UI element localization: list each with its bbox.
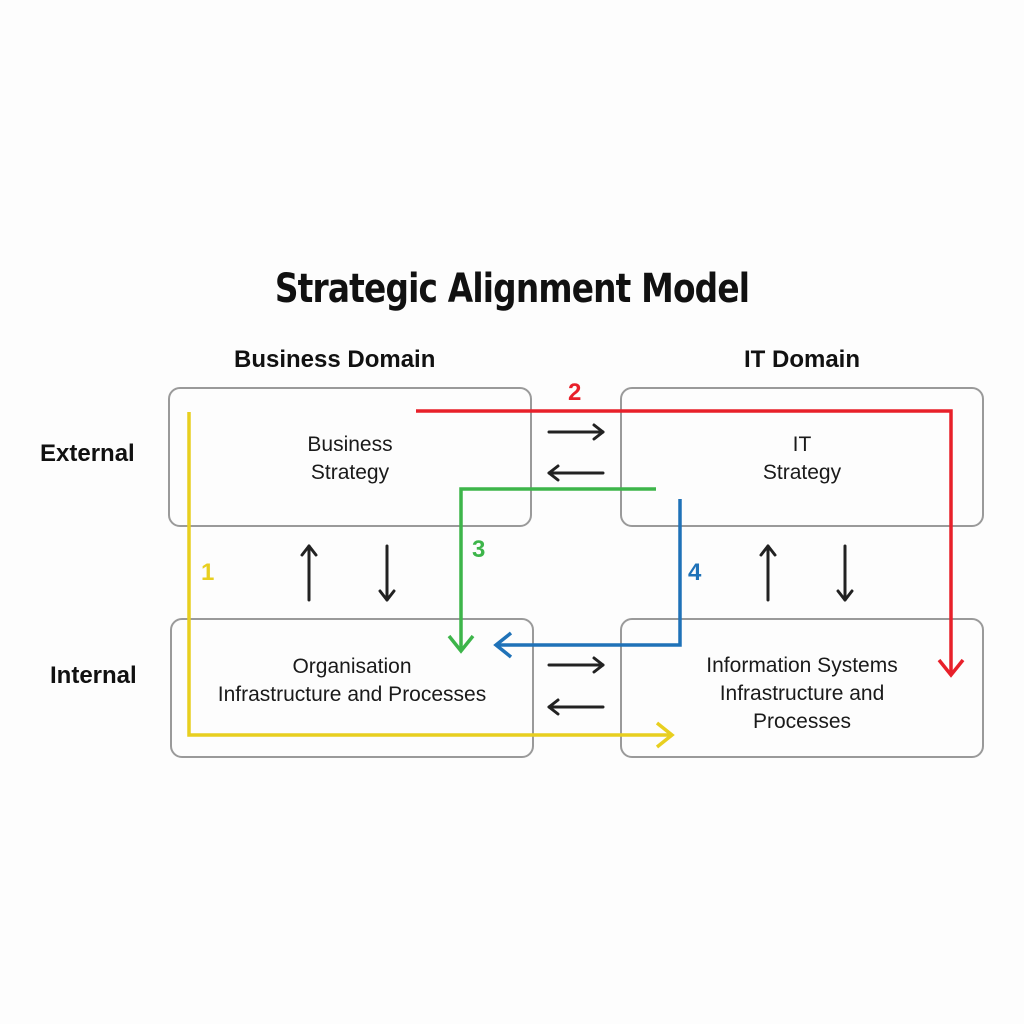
box-it-strategy-line-2: Strategy — [762, 461, 842, 484]
path-1-yellow — [187, 412, 675, 749]
arrow-business-to-it-strategy — [547, 423, 605, 441]
arrow-up-business — [300, 544, 318, 602]
diagram-title: Strategic Alignment Model — [274, 266, 750, 312]
path-4-label: 4 — [688, 559, 702, 586]
path-4-blue — [493, 499, 682, 659]
column-header-business: Business Domain — [234, 346, 436, 373]
box-it-strategy-label: IT Strategy — [622, 431, 982, 487]
box-organisation-line-1: Organisation — [292, 655, 412, 678]
box-business-strategy-line-1: Business — [307, 433, 393, 456]
box-it-strategy-line-1: IT — [792, 433, 812, 456]
box-business-strategy-line-2: Strategy — [310, 461, 390, 484]
arrow-is-to-org-infrastructure — [547, 698, 605, 716]
box-information-systems-line-3: Processes — [752, 710, 852, 733]
path-2-red — [416, 409, 965, 678]
box-business-strategy: Business Strategy — [168, 387, 532, 527]
box-organisation-line-2: Infrastructure and Processes — [217, 683, 487, 706]
arrow-org-to-is-infrastructure — [547, 656, 605, 674]
box-information-systems-line-2: Infrastructure and — [719, 682, 885, 705]
black-arrows — [300, 423, 854, 716]
row-header-internal: Internal — [50, 662, 137, 689]
arrow-up-it — [759, 544, 777, 602]
arrow-down-business — [378, 544, 396, 602]
path-2-label: 2 — [568, 379, 581, 406]
arrow-it-to-business-strategy — [547, 464, 605, 482]
box-information-systems-line-1: Information Systems — [706, 654, 898, 677]
box-organisation-infrastructure-label: Organisation Infrastructure and Processe… — [172, 653, 532, 709]
box-business-strategy-label: Business Strategy — [170, 431, 530, 487]
path-3-green — [447, 487, 656, 654]
column-header-it: IT Domain — [744, 346, 861, 373]
path-1-label: 1 — [201, 559, 214, 586]
path-3-label: 3 — [472, 536, 485, 563]
row-header-external: External — [40, 440, 135, 467]
arrow-down-it — [836, 544, 854, 602]
box-information-systems-label: Information Systems Infrastructure and P… — [622, 652, 982, 736]
